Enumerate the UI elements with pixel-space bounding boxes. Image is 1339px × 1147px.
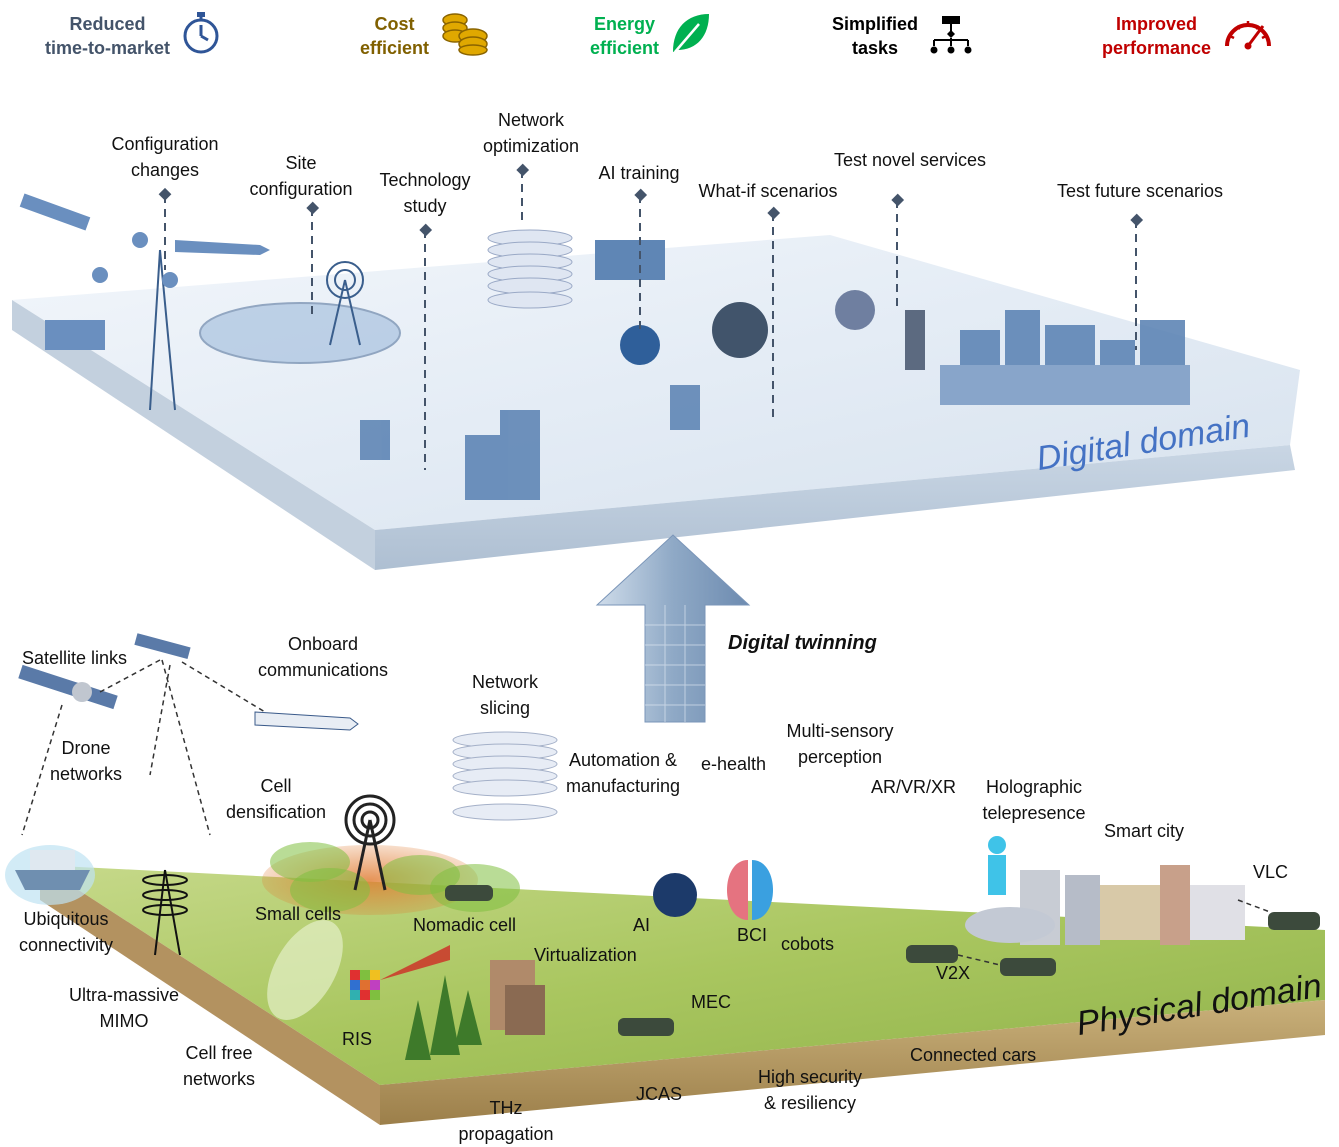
- ship: [5, 845, 95, 905]
- label-ar-vr-xr: AR/VR/XR: [871, 777, 957, 797]
- benefit-label: Cost efficient: [360, 13, 430, 58]
- benefit-label: Simplified tasks: [832, 13, 919, 58]
- label-jcas: JCAS: [636, 1084, 683, 1104]
- label-test-novel-services: Test novel services: [833, 150, 987, 170]
- label-e-health: e-health: [701, 754, 767, 774]
- label-ubiquitous-connectivity: Ubiquitous connectivity: [18, 909, 114, 955]
- benefit-energy-efficient: Energy efficient: [590, 10, 713, 61]
- label-drone-networks: Drone networks: [49, 738, 123, 784]
- massive-mimo-tower: [142, 869, 188, 956]
- digital-twinning-label: Digital twinning: [728, 632, 877, 654]
- label-automation-manufacturing: Automation & manufacturing: [565, 750, 681, 796]
- label-satellite-links: Satellite links: [22, 648, 128, 668]
- label-site-configuration: Site configuration: [249, 153, 353, 199]
- digital-brain: [595, 240, 925, 370]
- label-nomadic-cell: Nomadic cell: [413, 915, 517, 935]
- label-network-slicing: Network slicing: [471, 672, 539, 718]
- label-high-security-resiliency: High security & resiliency: [757, 1067, 863, 1113]
- physical-link-lines: [21, 659, 1271, 966]
- coins-icon: [439, 10, 491, 61]
- label-multi-sensory-perception: Multi-sensory perception: [786, 721, 894, 767]
- smart-city-buildings: [965, 865, 1245, 945]
- physical-slicing-stack: [452, 731, 558, 821]
- label-ultra-massive-mimo: Ultra-massive MIMO: [68, 985, 180, 1031]
- stopwatch-icon: [180, 10, 222, 61]
- buildings-mid: [490, 960, 545, 1035]
- label-technology-study: Technology study: [379, 170, 471, 216]
- label-configuration-changes: Configuration changes: [111, 134, 219, 180]
- brain-bci: [727, 860, 773, 920]
- benefit-time-to-market: Reduced time-to-market: [45, 10, 222, 61]
- label-network-optimization: Network optimization: [482, 110, 580, 156]
- label-ris: RIS: [342, 1029, 373, 1049]
- digital-slicing-stack: [487, 229, 573, 309]
- label-vlc: VLC: [1253, 862, 1289, 882]
- label-holographic-telepresence: Holographic telepresence: [982, 777, 1086, 823]
- label-test-future-scenarios: Test future scenarios: [1056, 181, 1224, 201]
- ai-head: [653, 873, 697, 917]
- label-smart-city: Smart city: [1104, 821, 1185, 841]
- label-small-cells: Small cells: [255, 904, 342, 924]
- label-virtualization: Virtualization: [534, 945, 637, 965]
- label-mec: MEC: [691, 992, 731, 1012]
- digital-leader-markers: [158, 163, 1144, 237]
- holographic-figure: [988, 836, 1006, 895]
- digital-leader-lines: [164, 170, 1137, 470]
- label-cell-densification: Cell densification: [225, 776, 327, 822]
- speedometer-icon: [1221, 10, 1275, 61]
- digital-twinning-arrow: [595, 534, 751, 723]
- leaf-icon: [669, 10, 713, 61]
- physical-cars: [445, 885, 1320, 1036]
- thz-trees: [405, 975, 482, 1060]
- satellites-physical: [18, 633, 359, 731]
- benefit-simplified-tasks: Simplified tasks: [832, 10, 974, 61]
- label-thz-propagation: THz propagation: [458, 1098, 554, 1144]
- digital-city-blocks: [360, 310, 1190, 500]
- label-connected-cars: Connected cars: [910, 1045, 1037, 1065]
- benefit-cost-efficient: Cost efficient: [360, 10, 491, 61]
- benefit-label: Reduced time-to-market: [45, 13, 171, 58]
- benefit-label: Improved performance: [1102, 13, 1212, 58]
- label-ai: AI: [633, 915, 651, 935]
- hierarchy-icon: [928, 10, 974, 61]
- label-onboard-communications: Onboard communications: [257, 634, 389, 680]
- benefit-label: Energy efficient: [590, 13, 660, 58]
- benefit-improved-performance: Improved performance: [1102, 10, 1275, 61]
- digital-aircraft: [19, 193, 270, 350]
- label-cobots: cobots: [781, 934, 835, 954]
- ris-panel: [350, 945, 450, 1000]
- label-ai-training: AI training: [598, 163, 680, 183]
- digital-tower-antenna: [149, 249, 401, 411]
- label-v2x: V2X: [936, 963, 971, 983]
- cell-tower: [344, 794, 396, 891]
- label-what-if-scenarios: What-if scenarios: [698, 181, 838, 201]
- label-cell-free-networks: Cell free networks: [182, 1043, 256, 1089]
- label-bci: BCI: [737, 925, 768, 945]
